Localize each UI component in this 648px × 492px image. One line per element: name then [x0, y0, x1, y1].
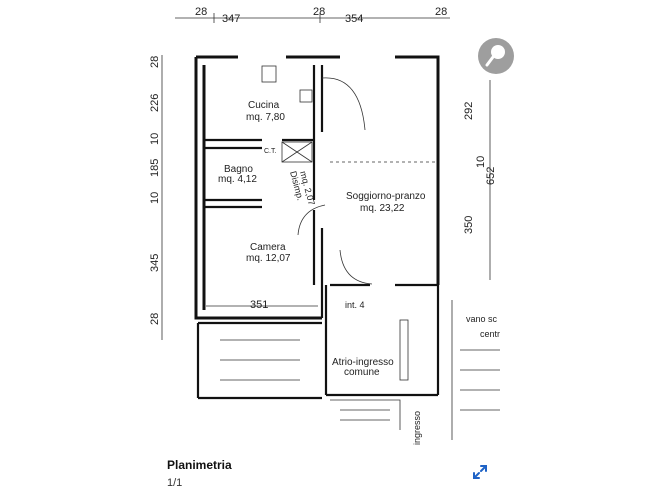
top-dim-2: 347	[222, 13, 240, 25]
room-camera-area: mq. 12,07	[246, 253, 291, 264]
right-dim-2: 10	[475, 156, 487, 168]
right-note-2: centr	[480, 329, 500, 339]
floor-plan-image: 28 347 28 354 28 28 226 10 185 10 345 28	[149, 6, 501, 445]
top-dim-3: 28	[313, 6, 325, 18]
right-dim-1: 292	[463, 102, 475, 120]
top-dim-4: 354	[345, 13, 363, 25]
left-dim-1: 28	[149, 56, 161, 68]
top-dim-5: 28	[435, 6, 447, 18]
fixture-ct-label: C.T.	[264, 148, 277, 155]
right-dim-4: 350	[463, 216, 475, 234]
left-dim-7: 28	[149, 313, 161, 325]
right-note-1: vano sc	[466, 314, 498, 324]
page-indicator: 1/1	[167, 477, 183, 489]
expand-arrows-icon[interactable]	[470, 462, 490, 482]
left-dim-5: 10	[149, 192, 161, 204]
room-soggiorno-name: Soggiorno-pranzo	[346, 191, 426, 202]
room-bagno-area: mq. 4,12	[218, 174, 257, 185]
room-camera-name: Camera	[250, 242, 286, 253]
bottom-dim: 351	[250, 299, 268, 311]
entrance-label: ingresso	[412, 411, 422, 445]
plan-caption: Planimetria	[167, 458, 232, 472]
left-dim-6: 345	[149, 254, 161, 272]
room-cucina-area: mq. 7,80	[246, 112, 285, 123]
room-interno-label: int. 4	[345, 300, 365, 310]
room-cucina-name: Cucina	[248, 100, 280, 111]
left-dim-3: 10	[149, 133, 161, 145]
right-dim-3: 652	[485, 167, 497, 185]
pin-glyph	[485, 45, 505, 67]
left-dim-2: 226	[149, 94, 161, 112]
room-bagno-name: Bagno	[224, 164, 253, 175]
expand-glyph	[473, 465, 487, 479]
room-soggiorno-area: mq. 23,22	[360, 203, 405, 214]
left-dim-4: 185	[149, 159, 161, 177]
pin-icon[interactable]	[478, 38, 514, 74]
top-dim-1: 28	[195, 6, 207, 18]
room-atrio-sub: comune	[344, 367, 380, 378]
room-atrio-name: Atrio-ingresso	[332, 357, 394, 368]
